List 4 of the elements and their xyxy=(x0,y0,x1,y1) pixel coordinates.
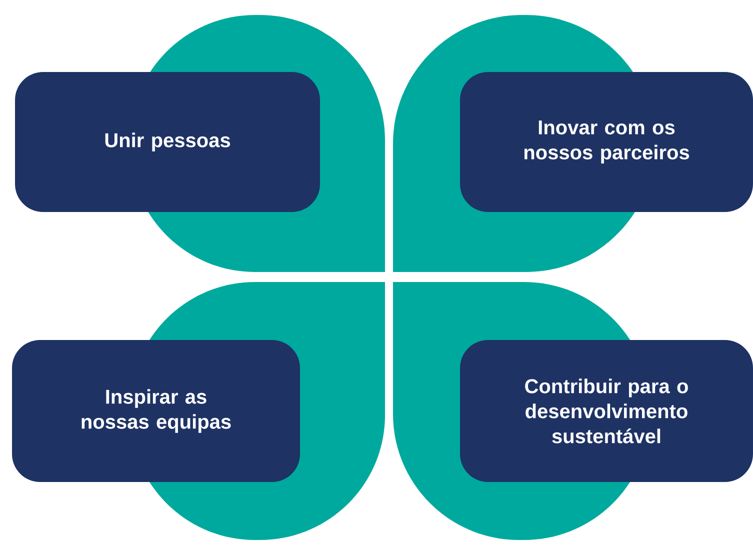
text-box: Unir pessoas xyxy=(15,72,320,212)
text-box: Contribuir para o desenvolvimento sustentável xyxy=(460,340,753,482)
text-box: Inovar com os nossos parceiros xyxy=(460,72,753,212)
text-box: Inspirar as nossas equipas xyxy=(12,340,300,482)
